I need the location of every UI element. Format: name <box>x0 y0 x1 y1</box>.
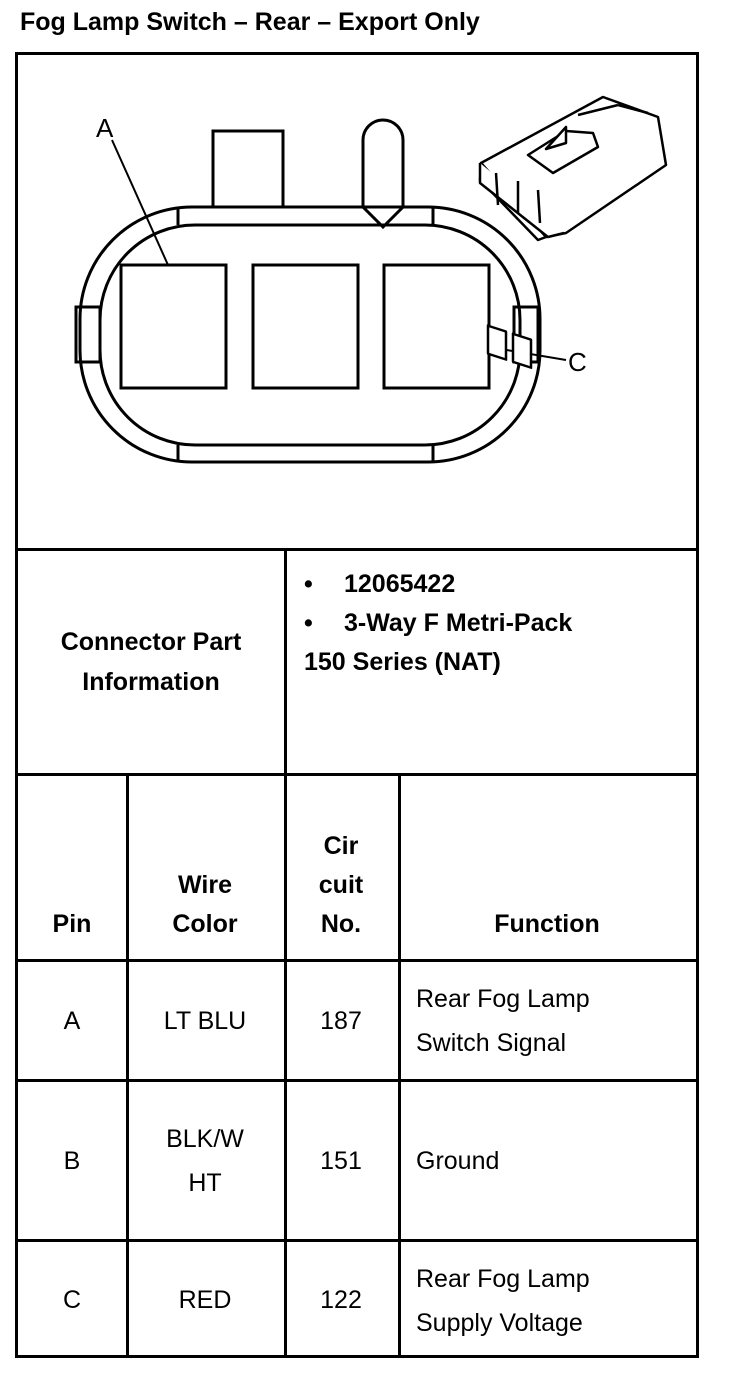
cavity-a <box>119 263 228 390</box>
connector-face-diagram: A C <box>74 95 668 464</box>
connector-table-frame: A C Connector Part Information • 12065422… <box>15 52 699 1358</box>
row-a-function: Rear Fog Lamp Switch Signal <box>416 977 590 1065</box>
bullet: • <box>304 570 313 598</box>
header-wire-color-line2: Color <box>172 910 238 938</box>
divider-diagram <box>18 548 696 551</box>
callout-c-label: C <box>568 347 587 377</box>
header-wire-color: Wire Color <box>126 866 284 944</box>
connector-part-label-line2: Information <box>82 668 220 696</box>
connector-left-rib <box>74 305 102 364</box>
connector-type-line2: 150 Series (NAT) <box>304 648 501 676</box>
row-c-function-line2: Supply Voltage <box>416 1309 583 1337</box>
cavity-b <box>251 263 360 390</box>
cavity-c <box>382 263 491 390</box>
connector-key <box>361 118 405 230</box>
row-a-function-line1: Rear Fog Lamp <box>416 985 590 1013</box>
header-pin: Pin <box>52 910 92 938</box>
row-divider-a <box>18 1079 696 1082</box>
row-a-circuit: 187 <box>320 1006 362 1035</box>
connector-outer-shell <box>78 205 542 464</box>
header-wire-color-line1: Wire <box>178 871 232 899</box>
row-b-pin: B <box>63 1146 81 1175</box>
header-function: Function <box>494 910 600 938</box>
connector-isometric-view <box>478 95 668 369</box>
header-circuit-line3: No. <box>320 910 362 938</box>
col-divider-3 <box>398 773 401 1355</box>
callout-a-label: A <box>96 113 114 143</box>
row-c-wire-color: RED <box>178 1286 232 1314</box>
header-circuit-no: Cir cuit No. <box>284 827 398 944</box>
header-circuit-line1: Cir <box>323 832 359 860</box>
connector-inner-shell <box>98 223 522 447</box>
row-b-wire-color-line2: HT <box>188 1168 222 1197</box>
connector-part-label-line1: Connector Part <box>60 628 242 656</box>
part-number-item: • 12065422 <box>304 565 572 604</box>
row-divider-header <box>18 959 696 962</box>
row-b-wire-color-line1: BLK/W <box>166 1124 244 1153</box>
divider-part-info-bottom <box>18 773 696 776</box>
row-a-function-line2: Switch Signal <box>416 1029 567 1057</box>
row-b-circuit: 151 <box>320 1146 362 1175</box>
row-c-circuit: 122 <box>320 1286 362 1314</box>
row-a-wire-color: LT BLU <box>163 1006 247 1035</box>
row-a-pin: A <box>63 1006 81 1035</box>
connector-type-line1: 3-Way F Metri-Pack <box>344 609 573 637</box>
divider-part-info <box>284 548 287 773</box>
row-c-function-line1: Rear Fog Lamp <box>416 1265 590 1293</box>
row-b-wire-color: BLK/W HT <box>126 1082 284 1239</box>
connector-type-item: • 3-Way F Metri-Pack <box>304 604 572 643</box>
row-c-function: Rear Fog Lamp Supply Voltage <box>416 1257 590 1345</box>
row-divider-b <box>18 1239 696 1242</box>
page-title: Fog Lamp Switch – Rear – Export Only <box>20 8 480 36</box>
row-b-function: Ground <box>416 1146 500 1175</box>
connector-latch-tab <box>211 129 285 207</box>
row-c-pin: C <box>62 1286 82 1314</box>
col-divider-1 <box>126 773 129 1355</box>
connector-part-details: • 12065422 • 3-Way F Metri-Pack 150 Series… <box>304 565 572 682</box>
bullet: • <box>304 609 313 637</box>
col-divider-2 <box>284 773 287 1355</box>
header-circuit-line2: cuit <box>318 871 364 899</box>
connector-part-label: Connector Part Information <box>18 551 284 773</box>
callout-line-a <box>111 139 169 266</box>
part-number: 12065422 <box>344 570 456 598</box>
